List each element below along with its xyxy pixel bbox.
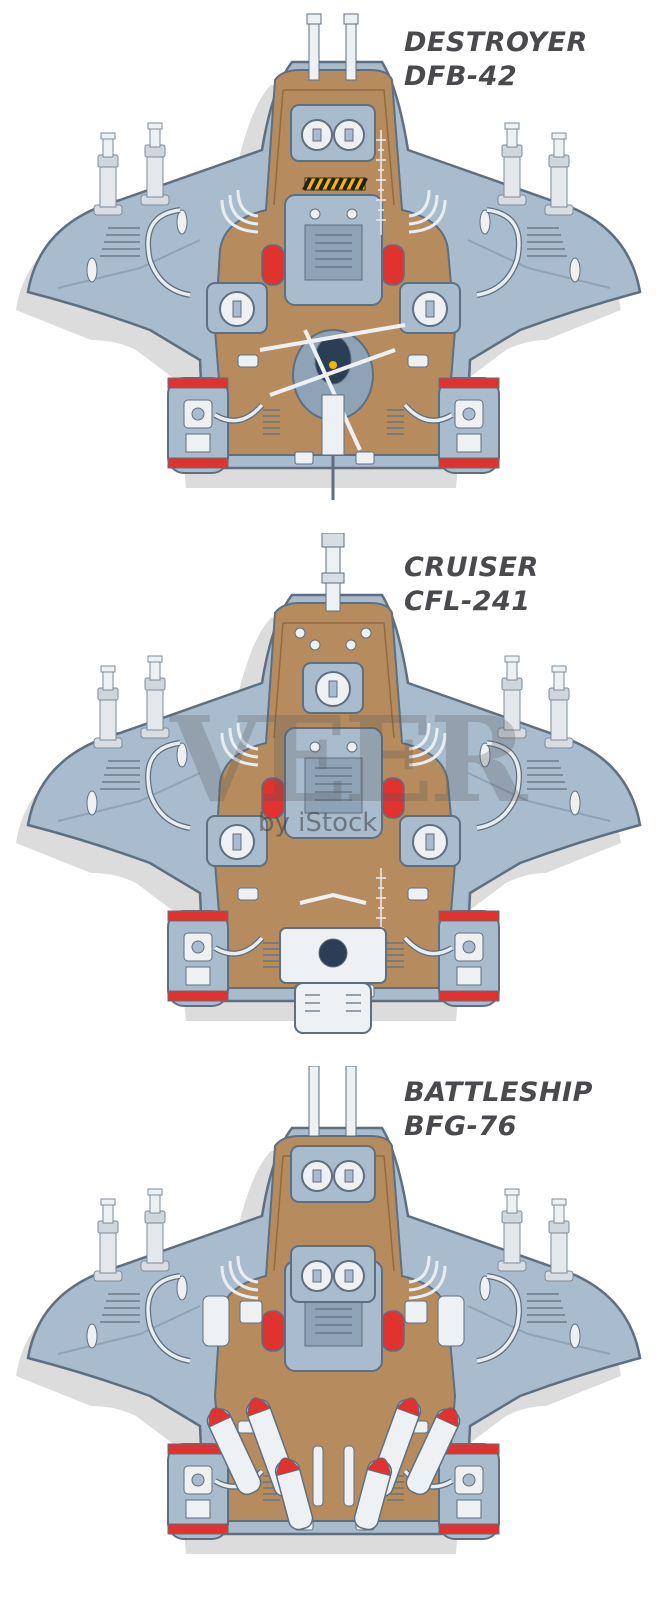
deck-vent-icon: [312, 1445, 355, 1507]
cruiser-ship-icon: [0, 533, 667, 1034]
ship-panel-destroyer: DESTROYER DFB-42: [0, 0, 667, 533]
ship-code: CFL-241: [404, 586, 531, 617]
ship-name: CRUISER: [404, 552, 539, 583]
cockpit-icon: [259, 323, 406, 500]
turret-icon: [302, 662, 364, 714]
ruler-icon: [376, 130, 386, 235]
sensor-array-icon: [294, 627, 372, 651]
hazard-stripe-icon: [302, 177, 368, 191]
battleship-ship-icon: [0, 1066, 667, 1599]
ship-code: DFB-42: [404, 61, 518, 92]
turret-icon: [206, 815, 268, 867]
turret-icon: [206, 282, 268, 334]
ship-panel-battleship: BATTLESHIP BFG-76: [0, 1066, 667, 1599]
ship-name: DESTROYER: [404, 27, 588, 58]
cannon-icon: [308, 1066, 357, 1137]
shuttle-icon: [279, 892, 387, 1034]
turret-icon: [290, 104, 376, 162]
turret-icon: [399, 282, 461, 334]
destroyer-ship-icon: [0, 13, 667, 500]
cannon-icon: [321, 533, 345, 612]
missile-icon: [206, 1397, 461, 1531]
cannon-icon: [306, 13, 359, 81]
turret-icon: [290, 1245, 376, 1303]
ship-title-battleship: BATTLESHIP BFG-76: [404, 1076, 593, 1144]
ship-panel-cruiser: CRUISER CFL-241: [0, 533, 667, 1066]
ship-code: BFG-76: [404, 1111, 517, 1142]
turret-icon: [290, 1145, 376, 1203]
ship-title-destroyer: DESTROYER DFB-42: [404, 26, 588, 94]
turret-icon: [399, 815, 461, 867]
ship-title-cruiser: CRUISER CFL-241: [404, 551, 539, 619]
storage-tank-icon: [202, 1295, 465, 1347]
ship-name: BATTLESHIP: [404, 1077, 593, 1108]
